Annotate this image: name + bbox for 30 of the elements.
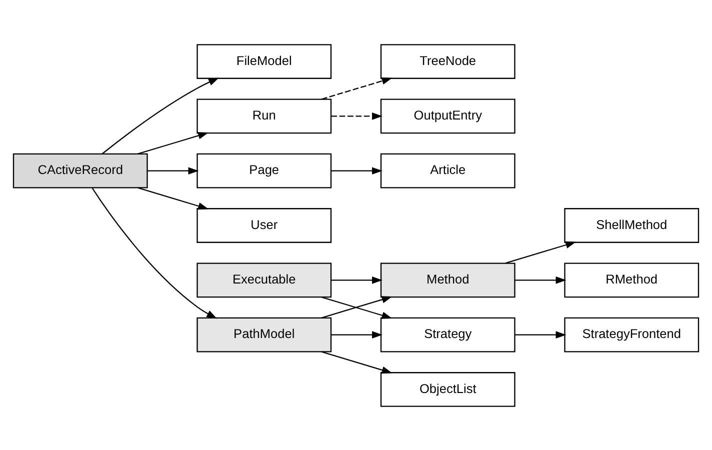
arrow — [331, 166, 383, 174]
node-box: User — [196, 208, 332, 242]
arrow — [515, 330, 566, 338]
node-box: Method — [380, 262, 516, 298]
node-box: OutputEntry — [380, 98, 516, 134]
node-box: FileModel — [196, 44, 332, 78]
arrow — [322, 350, 392, 374]
node-box: RMethod — [564, 262, 700, 298]
node-box: Page — [196, 152, 332, 188]
arrow — [92, 187, 218, 318]
node-box: Run — [196, 98, 332, 134]
arrow — [102, 77, 220, 154]
arrow — [515, 276, 566, 284]
arrow — [148, 166, 199, 174]
arrow — [138, 186, 209, 210]
node-box: PathModel — [196, 316, 332, 352]
arrow — [138, 132, 209, 154]
arrow — [331, 276, 383, 284]
node-box: StrategyFrontend — [564, 316, 700, 352]
node-box: ShellMethod — [564, 208, 700, 242]
arrow — [322, 76, 392, 100]
node-box: CActiveRecord — [12, 152, 148, 188]
arrow — [331, 330, 383, 338]
node-box: ObjectList — [380, 372, 516, 406]
node-box: TreeNode — [380, 44, 516, 78]
arrow — [505, 240, 576, 264]
node-box: Executable — [196, 262, 332, 298]
node-box: Article — [380, 152, 516, 188]
node-box: Strategy — [380, 316, 516, 352]
arrow — [331, 112, 383, 120]
